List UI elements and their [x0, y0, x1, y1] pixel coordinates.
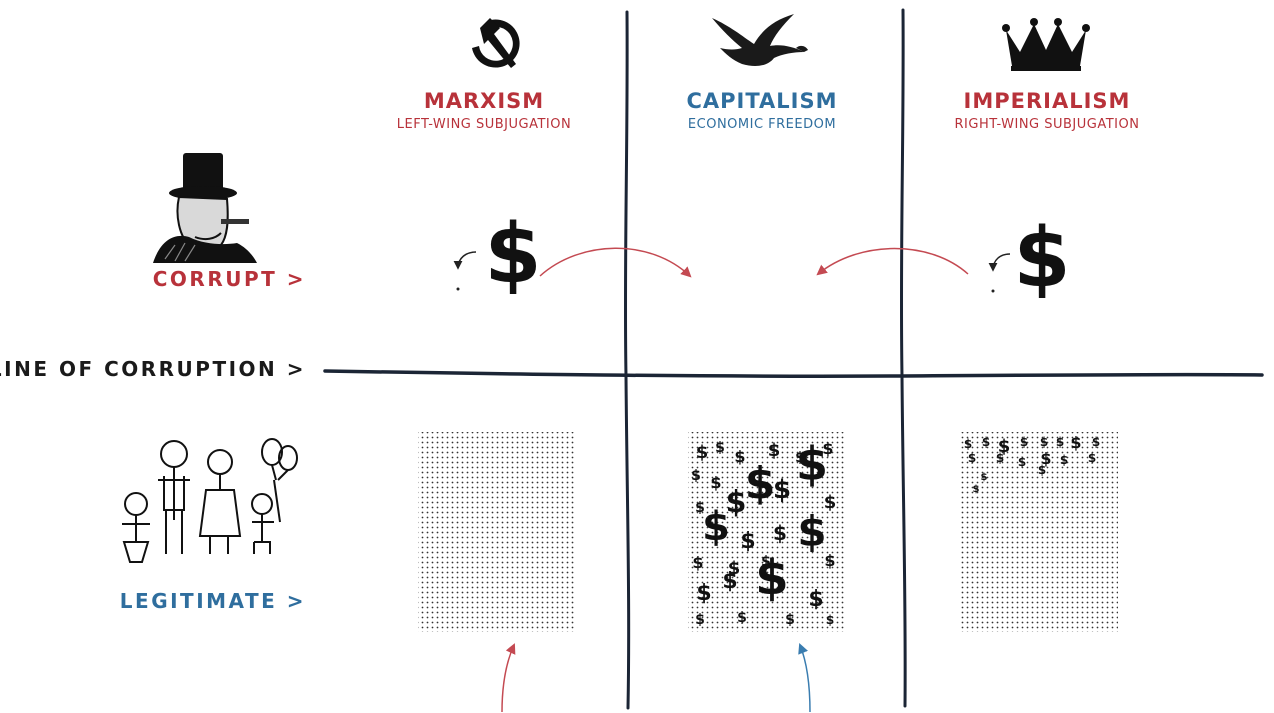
column-title-capitalism: CAPITALISM	[686, 89, 837, 113]
dollar-sign: $	[1038, 463, 1046, 477]
column-title-marxism: MARXISM	[424, 89, 544, 113]
dollar-sign: $	[722, 569, 737, 594]
dollar-sign: $	[773, 475, 791, 505]
dollar-sign: $	[715, 440, 725, 456]
dollar-sign: $	[1088, 451, 1096, 465]
dollar-sign: $	[740, 529, 755, 554]
dollar-sign: $	[1020, 435, 1028, 449]
dollar-sign: $	[785, 612, 795, 628]
row-label-corrupt: CORRUPT >	[153, 267, 306, 291]
arrow-up-capitalism	[800, 645, 810, 712]
family-icon	[122, 439, 297, 562]
dollar-sign: $	[1056, 435, 1064, 449]
dollar-sign: $	[745, 458, 776, 509]
dollar-sign: $	[1060, 453, 1068, 467]
small-arrow-marxism	[458, 252, 476, 268]
dollar-sign: $	[1018, 455, 1026, 469]
dollar-sign: $	[808, 587, 823, 612]
dollar-sign: $	[981, 472, 988, 483]
dollar-sign: $	[773, 521, 787, 545]
eagle-icon	[712, 14, 808, 66]
dollar-sign: $	[695, 612, 705, 628]
dot-marxism	[457, 288, 460, 291]
dollar-sign: $	[826, 613, 834, 627]
line-of-corruption	[325, 371, 1262, 376]
arrow-marxism-to-capitalism	[540, 248, 690, 276]
dollar-sign: $	[964, 437, 972, 451]
dollar-sign: $	[982, 435, 990, 449]
dollar-sign: $	[1070, 433, 1081, 452]
dollar-sign: $	[996, 451, 1004, 465]
dollar-sign: $	[702, 504, 730, 550]
dollar-sign-marxism-corrupt: $	[484, 207, 541, 302]
dollar-sign: $	[824, 551, 835, 570]
dollar-sign: $	[710, 473, 721, 492]
dollar-sign: $	[1092, 435, 1100, 449]
dollar-sign: $	[973, 484, 980, 495]
crown-icon	[1002, 18, 1090, 71]
dollar-sign: $	[691, 468, 701, 484]
arrow-imperialism-to-capitalism	[818, 249, 968, 275]
dot-imperialism	[992, 290, 995, 293]
column-subtitle-capitalism: ECONOMIC FREEDOM	[688, 117, 836, 132]
tycoon-top-hat-icon	[153, 153, 257, 263]
dollar-sign: $	[692, 553, 703, 572]
small-arrow-imperialism	[993, 254, 1010, 270]
column-subtitle-marxism: LEFT-WING SUBJUGATION	[397, 117, 571, 132]
row-label-legitimate: LEGITIMATE >	[120, 589, 306, 613]
dollar-sign: $	[968, 451, 976, 465]
dollar-sign: $	[737, 610, 747, 626]
column-title-imperialism: IMPERIALISM	[964, 89, 1131, 113]
vertical-divider-left	[625, 12, 628, 708]
dollar-sign: $	[796, 437, 828, 491]
dollar-sign: $	[755, 550, 788, 606]
arrow-up-marxism	[502, 645, 514, 712]
dollar-sign: $	[1040, 435, 1048, 449]
dollar-sign: $	[696, 581, 711, 606]
column-subtitle-imperialism: RIGHT-WING SUBJUGATION	[955, 117, 1140, 132]
vertical-divider-right	[901, 10, 905, 706]
dot-grid-marxism	[418, 432, 576, 632]
line-of-corruption-label: LINE OF CORRUPTION >	[0, 357, 306, 381]
dollar-sign-imperialism-corrupt: $	[1013, 211, 1070, 306]
dollar-sign: $	[797, 507, 826, 556]
dollar-sign: $	[696, 442, 709, 463]
hammer-sickle-icon	[472, 18, 520, 68]
